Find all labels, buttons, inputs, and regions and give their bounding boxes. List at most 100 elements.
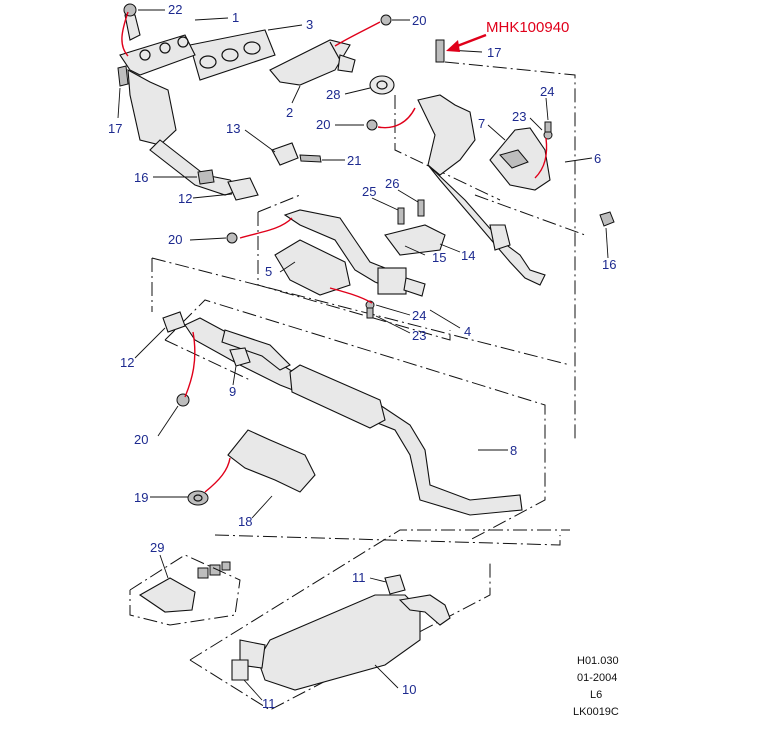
- label-20: 20: [412, 13, 426, 28]
- label-12: 12: [120, 355, 134, 370]
- label-16: 16: [602, 257, 616, 272]
- flexible-joint: [377, 267, 407, 295]
- label-13: 13: [226, 121, 240, 136]
- part-number-callout: MHK100940: [486, 19, 569, 36]
- bolt: [397, 207, 405, 225]
- heat-shield: [269, 39, 351, 86]
- front-pipe: [149, 139, 242, 196]
- clamp-nut: [197, 567, 209, 579]
- gasket-port: [199, 55, 217, 69]
- part-callout: MHK100940: [446, 19, 569, 52]
- reference-codes: H01.030 01-2004 L6 LK0019C: [573, 655, 619, 718]
- oxygen-sensor: [117, 65, 129, 87]
- highlight-path: [329, 287, 373, 304]
- flange-gasket: [369, 75, 395, 95]
- centre-silencer: [289, 364, 386, 429]
- manifold-stud: [124, 14, 141, 41]
- manifold-flange: [119, 34, 196, 76]
- reference-code: LK0019C: [573, 706, 619, 718]
- label-19: 19: [134, 490, 148, 505]
- label-10: 10: [402, 682, 416, 697]
- highlight-path: [239, 217, 293, 239]
- label-29: 29: [150, 540, 164, 555]
- flange: [403, 277, 426, 297]
- shield-stud: [499, 149, 529, 169]
- bolt: [417, 199, 425, 217]
- label-11: 11: [352, 570, 366, 585]
- reference-code: 01-2004: [577, 672, 617, 684]
- highlight-path: [534, 137, 548, 179]
- label-28: 28: [326, 87, 340, 102]
- label-16: 16: [134, 170, 148, 185]
- label-15: 15: [432, 250, 446, 265]
- label-20: 20: [168, 232, 182, 247]
- highlight-paths: [121, 11, 548, 493]
- group-6-outline-left: [394, 95, 501, 201]
- twin-pipe: [221, 329, 291, 371]
- label-2: 2: [286, 105, 293, 120]
- reference-code: H01.030: [577, 655, 619, 667]
- flange: [162, 311, 186, 333]
- label-23: 23: [412, 328, 426, 343]
- label-7: 7: [478, 116, 485, 131]
- bolt: [299, 154, 322, 163]
- rear-silencer: [257, 594, 421, 691]
- label-20: 20: [134, 432, 148, 447]
- catalytic-converter: [417, 94, 476, 176]
- intermediate-pipe-assembly: [226, 199, 446, 319]
- clamp-nut: [209, 564, 221, 576]
- group-4-outline: [257, 212, 451, 341]
- label-12: 12: [178, 191, 192, 206]
- rear-silencer-assembly: [129, 554, 451, 691]
- mounting-bracket: [384, 224, 446, 256]
- reference-numbers: 22 1 3 20 17 17 2 28 24 7 23 20 6 13 21 …: [108, 2, 616, 711]
- dashline-29: [214, 534, 561, 546]
- oxygen-sensor: [599, 211, 615, 227]
- label-9: 9: [229, 384, 236, 399]
- exhaust-manifold-assembly: [117, 3, 322, 201]
- label-6: 6: [594, 151, 601, 166]
- label-1: 1: [232, 10, 239, 25]
- label-20: 20: [316, 117, 330, 132]
- front-pipe-flange: [227, 177, 259, 201]
- label-25: 25: [362, 184, 376, 199]
- heat-shield: [227, 429, 316, 493]
- label-4: 4: [464, 324, 471, 339]
- group-8-outline-b: [164, 339, 251, 381]
- pipe-resonator: [489, 224, 511, 251]
- clamp-kit-outline: [129, 554, 241, 626]
- label-17: 17: [108, 121, 122, 136]
- reference-code: L6: [590, 689, 602, 701]
- heat-shield-upper: [269, 14, 395, 95]
- rubber-mounting: [231, 659, 249, 681]
- label-24: 24: [412, 308, 426, 323]
- highlight-path: [121, 11, 129, 57]
- label-8: 8: [510, 443, 517, 458]
- downpipe-heat-shield: [274, 239, 351, 296]
- stud: [366, 307, 374, 319]
- callout-arrowhead: [446, 40, 460, 52]
- label-14: 14: [461, 248, 475, 263]
- label-21: 21: [347, 153, 361, 168]
- group-6-outline: [444, 61, 576, 440]
- group-10-outline: [189, 529, 570, 661]
- label-24: 24: [540, 84, 554, 99]
- oxygen-sensor-upper: [435, 39, 445, 63]
- nut: [123, 3, 137, 17]
- heat-shield-clip: [337, 54, 356, 73]
- front-catalyst: [127, 69, 177, 146]
- oxygen-sensor-body: [435, 39, 445, 63]
- label-17: 17: [487, 45, 501, 60]
- rubber-mounting: [384, 574, 406, 595]
- manifold-gasket: [189, 29, 276, 81]
- stud: [544, 121, 552, 133]
- centre-silencer-assembly: [162, 311, 523, 516]
- bracket: [271, 142, 299, 166]
- nut: [380, 14, 392, 26]
- nut: [366, 119, 378, 131]
- group-4-outline-top: [257, 194, 301, 213]
- label-11: 11: [262, 696, 276, 711]
- label-23: 23: [512, 109, 526, 124]
- nut: [226, 232, 238, 244]
